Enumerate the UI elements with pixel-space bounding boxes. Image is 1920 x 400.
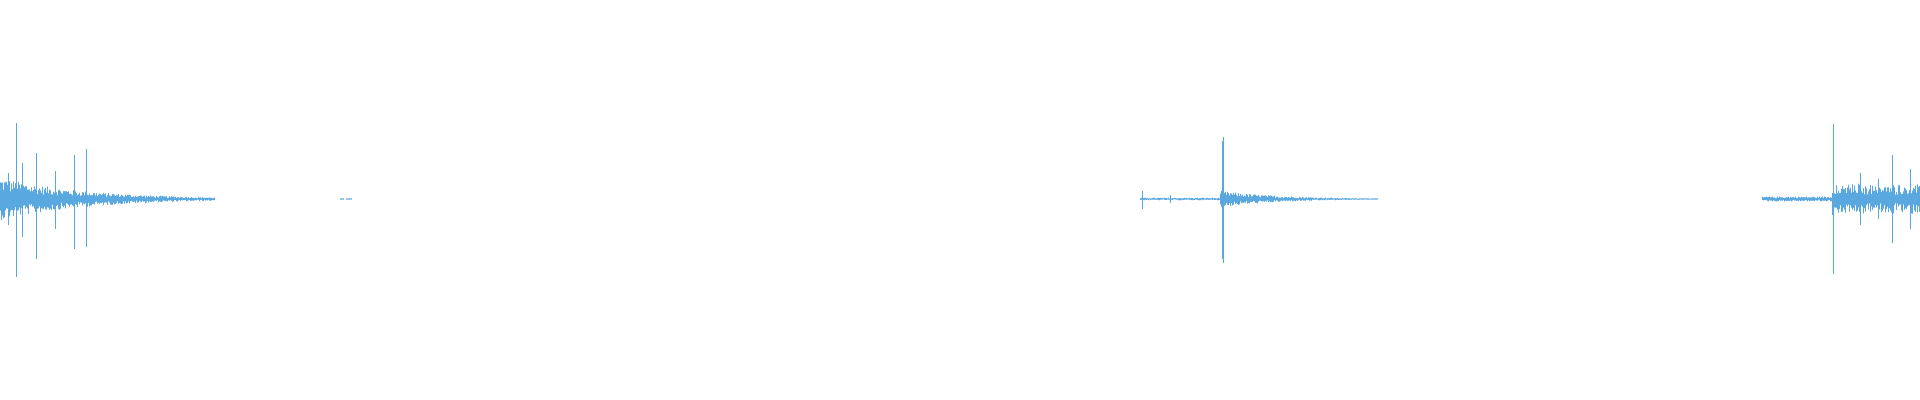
waveform-trace: [0, 123, 1920, 277]
waveform-samples: [0, 123, 1920, 277]
